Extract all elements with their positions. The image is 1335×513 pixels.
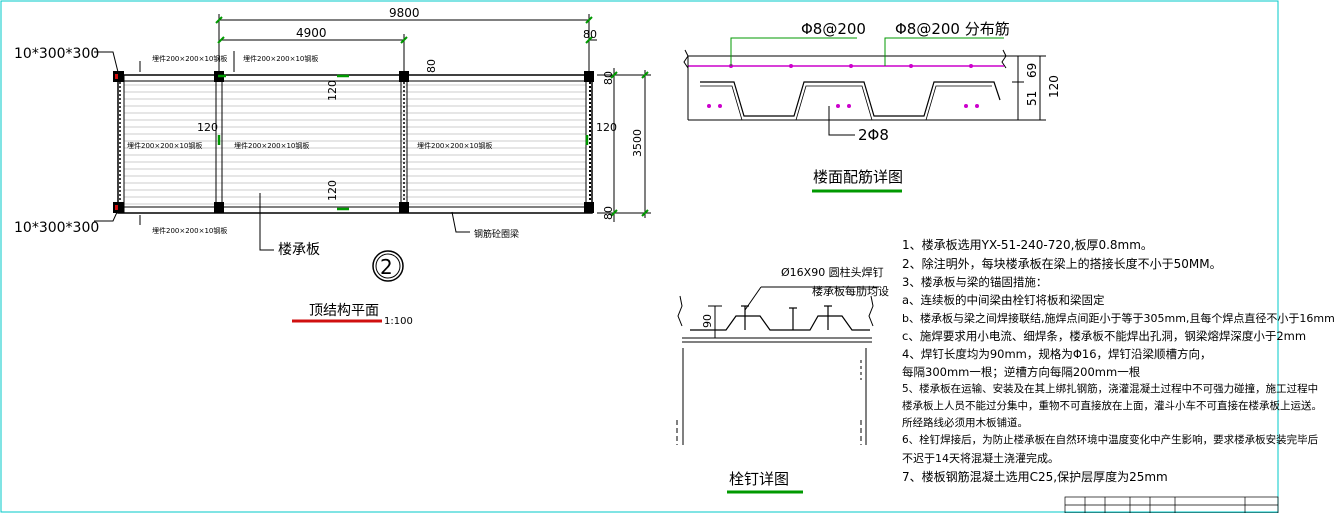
ring-beam-label: 钢筋砼圈梁 <box>474 228 519 240</box>
dim-69: 69 <box>1025 63 1039 78</box>
dim-120-top: 120 <box>326 80 339 101</box>
dim-right-side: 80 <box>602 71 615 85</box>
note-line: 1、楼承板选用YX-51-240-720,板厚0.8mm。 <box>902 238 1153 252</box>
rebar-top-label: Φ8@200 <box>801 20 866 38</box>
dim-80-bottom: 80 <box>602 206 615 220</box>
dim-half: 4900 <box>296 26 327 40</box>
embed-label-bottom: 埋件200×200×10钢板 <box>152 226 227 235</box>
sheet-border <box>0 0 1279 513</box>
rebar-distribution-label: Φ8@200 分布筋 <box>895 20 1010 38</box>
note-line: 4、焊钉长度均为90mm，规格为Φ16，焊钉沿梁顺槽方向， <box>902 347 1212 361</box>
embed-label-top-left: 埋件200×200×10钢板 <box>152 54 227 63</box>
dim-120-section: 120 <box>1047 75 1061 98</box>
title-block <box>1064 496 1279 513</box>
dim-80-mid: 80 <box>425 59 438 73</box>
dim-120-left: 120 <box>197 121 218 134</box>
note-line: 3、楼承板与梁的锚固措施： <box>902 275 1048 289</box>
dim-51: 51 <box>1025 91 1039 106</box>
plan-labels: 9800 4900 80 10*300*300 10*300*300 埋件200… <box>14 6 644 327</box>
plan-scale: 1:100 <box>384 316 413 327</box>
deck-label: 楼承板 <box>278 242 320 258</box>
stud-label-1: Ø16X90 圆柱头焊钉 <box>781 265 884 279</box>
note-line: 6、栓钉焊接后，为防止楼承板在自然环境中温度变化中产生影响，要求楼承板安装完毕后 <box>902 434 1319 446</box>
stud-title: 栓钉详图 <box>729 470 789 488</box>
drawing-canvas: 9800 4900 80 10*300*300 10*300*300 埋件200… <box>0 0 1279 513</box>
note-line: c、施焊要求用小电流、细焊条，楼承板不能焊出孔洞，钢梁熔焊深度小于2mm <box>902 329 1307 343</box>
dim-120-bottom: 120 <box>326 180 339 201</box>
stud-label-2: 楼承板每肋均设 <box>812 284 889 298</box>
floor-rebar-section <box>683 37 1046 136</box>
note-line: 5、楼承板在运输、安装及在其上绑扎钢筋，浇灌混凝土过程中不可强力碰撞，施工过程中 <box>902 383 1319 395</box>
note-line: 楼承板上人员不能过分集中，重物不可直接放在上面，灌斗小车不可直接在楼承板上运送。 <box>902 400 1322 412</box>
column-label-top: 10*300*300 <box>14 46 99 62</box>
embed-label-mid-left: 埋件200×200×10钢板 <box>127 141 202 150</box>
stud-labels: 90 Ø16X90 圆柱头焊钉 楼承板每肋均设 栓钉详图 <box>701 265 889 494</box>
roof-plan <box>94 14 651 251</box>
note-line: 2、除注明外，每块楼承板在梁上的搭接长度不小于50MM。 <box>902 257 1222 271</box>
dim-120-right: 120 <box>596 121 617 134</box>
dim-total: 9800 <box>389 6 420 20</box>
dim-right-top: 80 <box>583 28 597 41</box>
stud-detail <box>676 286 879 445</box>
note-line: 每隔300mm一根；逆槽方向每隔200mm一根 <box>902 365 1141 379</box>
detail-circle <box>372 250 404 282</box>
dim-depth: 3500 <box>631 129 644 157</box>
rebar-bottom-label: 2Φ8 <box>858 126 889 144</box>
section-title: 楼面配筋详图 <box>813 168 903 186</box>
section-labels: Φ8@200 Φ8@200 分布筋 2Φ8 51 69 120 楼面配筋详图 <box>801 20 1061 193</box>
note-line: a、连续板的中间梁由栓钉将板和梁固定 <box>902 293 1105 307</box>
note-line: 所经路线必须用木板铺道。 <box>902 417 1028 429</box>
embed-label-top-mid: 埋件200×200×10钢板 <box>243 54 318 63</box>
embed-label-mid-right: 埋件200×200×10钢板 <box>417 141 492 150</box>
detail-circle-number: 2 <box>380 255 393 279</box>
note-line: 7、楼板钢筋混凝土选用C25,保护层厚度为25mm <box>902 470 1168 484</box>
note-line: 不迟于14天将混凝土浇灌完成。 <box>902 452 1059 465</box>
embed-label-mid-center: 埋件200×200×10钢板 <box>234 141 309 150</box>
note-line: b、楼承板与梁之间焊接联结,施焊点间距小于等于305mm,且每个焊点直径不小于1… <box>902 312 1335 325</box>
plan-title: 顶结构平面 <box>309 303 379 319</box>
column-label-bottom: 10*300*300 <box>14 220 99 236</box>
dim-90: 90 <box>701 314 714 328</box>
